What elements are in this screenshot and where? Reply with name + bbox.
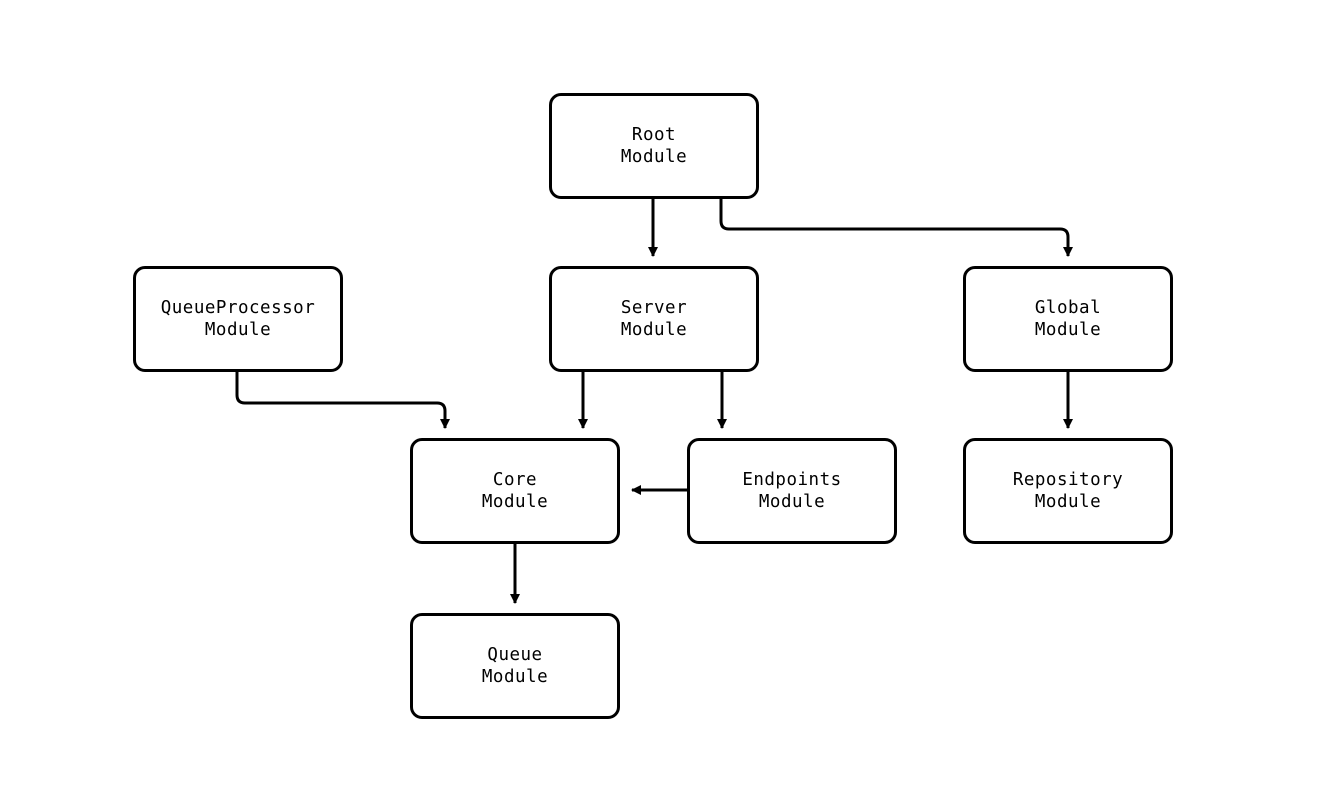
node-label-line2: Module: [758, 492, 826, 512]
node-label-line2: Module: [1034, 320, 1102, 340]
node-label-line1: Core: [492, 470, 538, 490]
edge-queueprocessor-to-core: [235, 372, 450, 429]
edges-group: [235, 199, 1073, 604]
node-label-line2: Module: [481, 667, 549, 687]
node-label-line2: Module: [481, 492, 549, 512]
node-label-line1: QueueProcessor: [160, 298, 316, 318]
node-label-line1: Endpoints: [742, 470, 842, 490]
node-label-line1: Queue: [487, 645, 543, 665]
node-label-line1: Repository: [1012, 470, 1124, 490]
edge-root-to-global: [719, 199, 1073, 257]
node-label-line2: Module: [620, 320, 688, 340]
node-label-line1: Server: [620, 298, 688, 318]
node-label-line2: Module: [204, 320, 272, 340]
node-label-line1: Root: [631, 125, 677, 145]
node-label-line2: Module: [620, 147, 688, 167]
node-label-line1: Global: [1034, 298, 1102, 318]
node-label-line2: Module: [1034, 492, 1102, 512]
